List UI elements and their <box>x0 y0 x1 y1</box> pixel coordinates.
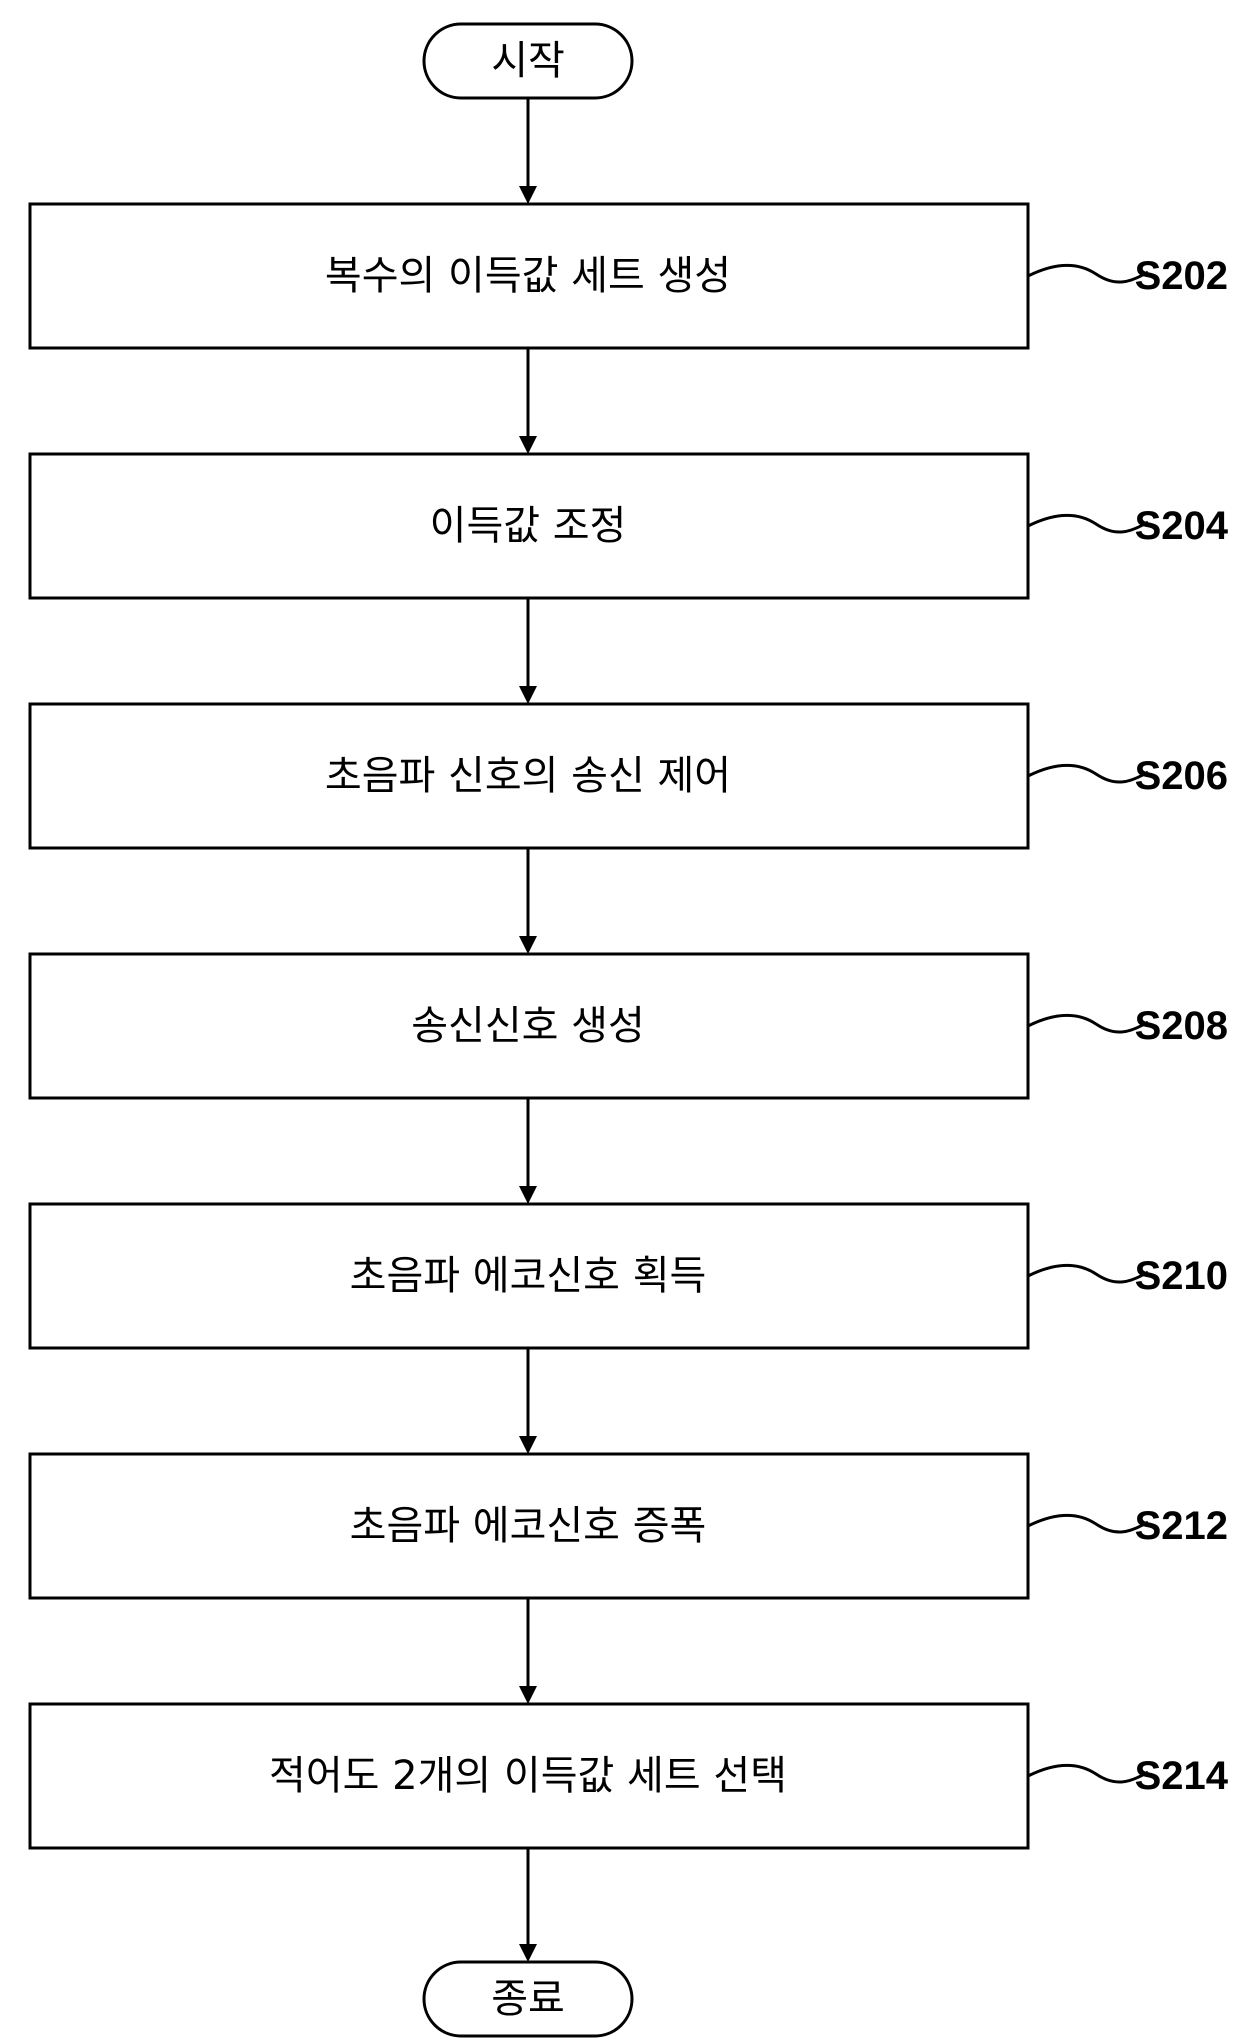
step-id: S202 <box>1135 254 1228 298</box>
steps-layer: 복수의 이득값 세트 생성 S202 이득값 조정 S204 초음파 신호의 송신 제어… <box>30 204 1229 1848</box>
process-step-s202: 복수의 이득값 세트 생성 S202 <box>30 204 1228 348</box>
start-label: 시작 <box>491 38 565 84</box>
step-id: S206 <box>1135 754 1228 798</box>
process-label: 초음파 에코신호 증폭 <box>350 1503 707 1549</box>
process-step-s208: 송신신호 생성 S208 <box>30 954 1228 1098</box>
process-step-s206: 초음파 신호의 송신 제어 S206 <box>30 704 1228 848</box>
leader-line <box>1028 265 1148 282</box>
process-label: 복수의 이득값 세트 생성 <box>325 253 731 299</box>
end-terminal: 종료 <box>424 1962 632 2036</box>
leader-line <box>1028 1015 1148 1032</box>
connector-arrow-3 <box>519 848 537 954</box>
connector-arrow-6 <box>519 1598 537 1704</box>
leader-line <box>1028 1515 1148 1532</box>
process-label: 적어도 2개의 이득값 세트 선택 <box>269 1753 787 1799</box>
connector-arrow-7 <box>519 1848 537 1962</box>
step-id: S214 <box>1135 1754 1229 1798</box>
leader-line <box>1028 765 1148 782</box>
step-id: S208 <box>1135 1004 1228 1048</box>
process-label: 송신신호 생성 <box>411 1003 645 1049</box>
end-label: 종료 <box>491 1976 565 2022</box>
process-step-s212: 초음파 에코신호 증폭 S212 <box>30 1454 1228 1598</box>
process-step-s214: 적어도 2개의 이득값 세트 선택 S214 <box>30 1704 1229 1848</box>
process-label: 초음파 에코신호 획득 <box>350 1253 707 1299</box>
connector-arrow-5 <box>519 1348 537 1454</box>
process-label: 초음파 신호의 송신 제어 <box>325 753 731 799</box>
step-id: S210 <box>1135 1254 1228 1298</box>
leader-line <box>1028 1265 1148 1282</box>
connector-arrow-1 <box>519 348 537 454</box>
leader-line <box>1028 1765 1148 1782</box>
process-label: 이득값 조정 <box>430 503 627 549</box>
connector-arrow-2 <box>519 598 537 704</box>
step-id: S204 <box>1135 504 1229 548</box>
connector-arrow-4 <box>519 1098 537 1204</box>
process-step-s204: 이득값 조정 S204 <box>30 454 1229 598</box>
step-id: S212 <box>1135 1504 1228 1548</box>
connector-arrow-0 <box>519 98 537 204</box>
start-terminal: 시작 <box>424 24 632 98</box>
leader-line <box>1028 515 1148 532</box>
process-step-s210: 초음파 에코신호 획득 S210 <box>30 1204 1228 1348</box>
